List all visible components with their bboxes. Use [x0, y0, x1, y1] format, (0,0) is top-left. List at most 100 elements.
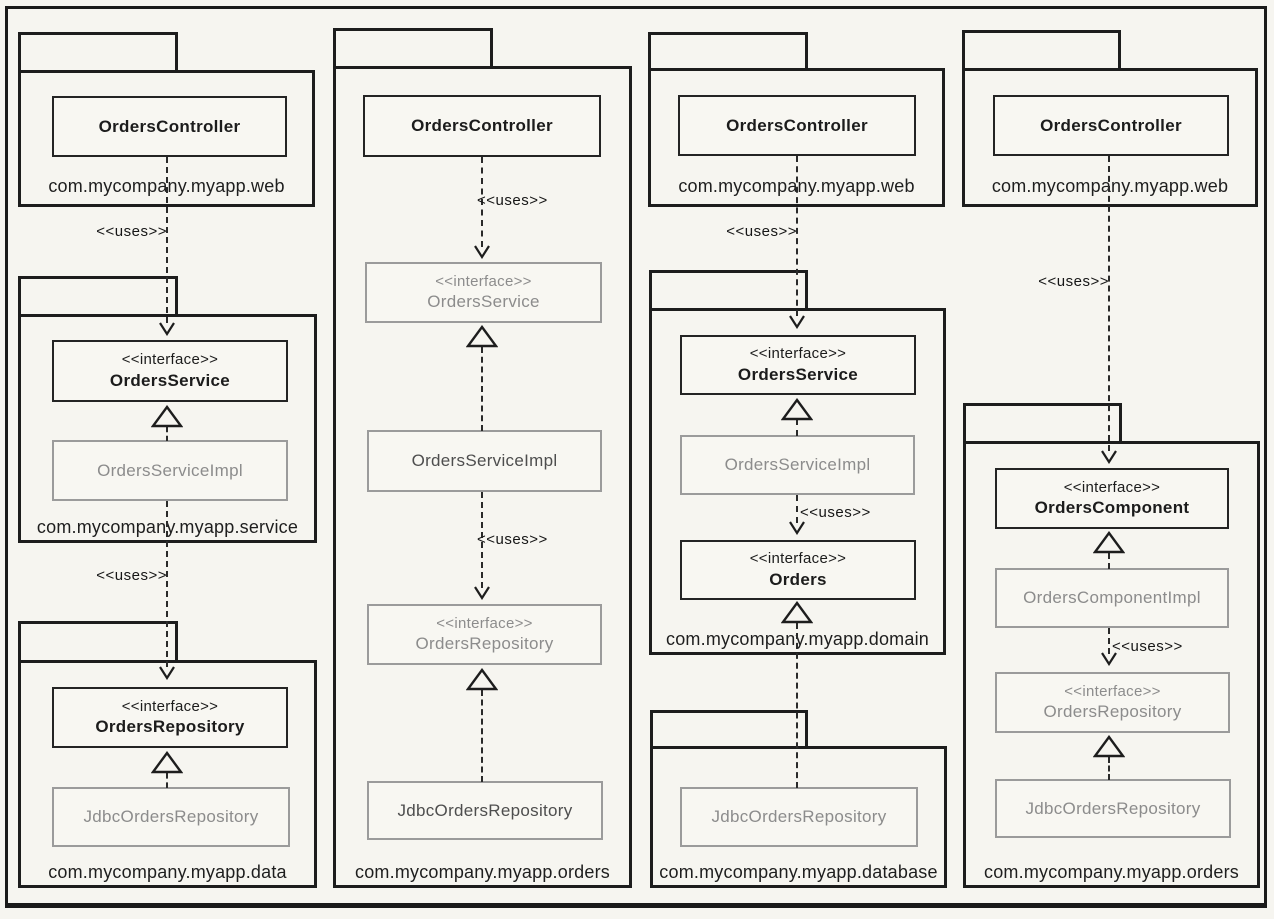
package-label-data: com.mycompany.myapp.data	[48, 862, 287, 882]
package-web-tab	[18, 32, 178, 73]
interface-stereotype: <<interface>>	[435, 272, 532, 290]
class-orderscontroller: OrdersController	[993, 95, 1229, 156]
interface-stereotype: <<interface>>	[121, 697, 219, 715]
interface-stereotype: <<interface>>	[436, 614, 533, 632]
interface-stereotype: <<interface>>	[1064, 682, 1161, 700]
package-label-orders: com.mycompany.myapp.orders	[355, 862, 610, 882]
interface-orders: <<interface>> Orders	[680, 540, 916, 600]
class-orderscomponentimpl: OrdersComponentImpl	[995, 568, 1229, 628]
uses-label: <<uses>>	[96, 223, 167, 240]
realization-line	[796, 419, 798, 436]
class-name: JdbcOrdersRepository	[1025, 798, 1201, 818]
package-label-database: com.mycompany.myapp.database	[659, 862, 938, 882]
interface-stereotype: <<interface>>	[749, 345, 847, 362]
class-name: OrdersRepository	[95, 717, 245, 737]
uses-label: <<uses>>	[477, 192, 548, 209]
interface-ordersservice: <<interface>> OrdersService	[365, 262, 602, 323]
interface-ordersservice: <<interface>> OrdersService	[52, 340, 288, 402]
dependency-arrowhead-icon	[1101, 450, 1117, 464]
class-name: OrdersController	[726, 115, 868, 135]
interface-ordersrepository: <<interface>> OrdersRepository	[367, 604, 602, 665]
interface-ordersrepository: <<interface>> OrdersRepository	[52, 687, 288, 748]
class-orderscontroller: OrdersController	[52, 96, 287, 157]
package-orders-tab	[963, 403, 1122, 444]
realization-triangle-icon	[1093, 735, 1125, 758]
class-name: OrdersRepository	[415, 634, 554, 654]
uses-dependency-line	[481, 157, 483, 247]
class-name: OrdersService	[737, 364, 859, 384]
class-name: OrdersServiceImpl	[724, 455, 871, 475]
package-database-tab	[650, 710, 808, 749]
uses-label: <<uses>>	[96, 567, 167, 584]
package-data-tab	[18, 621, 178, 663]
package-orders-tab	[333, 28, 493, 69]
realization-triangle-icon	[151, 405, 183, 428]
realization-line	[1108, 757, 1110, 780]
dependency-arrowhead-icon	[1101, 652, 1117, 666]
realization-line	[1108, 553, 1110, 569]
uses-dependency-line	[796, 156, 798, 316]
class-orderscontroller: OrdersController	[363, 95, 601, 157]
interface-ordersrepository: <<interface>> OrdersRepository	[995, 672, 1230, 733]
realization-triangle-icon	[781, 601, 813, 624]
class-jdbcordersrepository: JdbcOrdersRepository	[680, 787, 918, 847]
uses-label: <<uses>>	[1038, 273, 1109, 290]
package-service-tab	[18, 276, 178, 317]
class-ordersserviceimpl: OrdersServiceImpl	[52, 440, 288, 501]
realization-line	[166, 773, 168, 788]
class-name: OrdersComponentImpl	[1023, 588, 1201, 608]
dependency-arrowhead-icon	[474, 245, 490, 259]
realization-triangle-icon	[781, 398, 813, 421]
uses-dependency-line	[796, 495, 798, 523]
package-web-tab	[962, 30, 1121, 71]
uses-dependency-line	[1108, 628, 1110, 654]
realization-triangle-icon	[151, 751, 183, 774]
realization-line	[481, 347, 483, 431]
dependency-arrowhead-icon	[159, 322, 175, 336]
package-label-web: com.mycompany.myapp.web	[991, 176, 1229, 196]
class-name: JdbcOrdersRepository	[83, 807, 259, 827]
class-jdbcordersrepository: JdbcOrdersRepository	[52, 787, 290, 847]
realization-triangle-icon	[466, 325, 498, 348]
uses-dependency-line	[166, 501, 168, 667]
diagram-outer-frame	[5, 6, 1267, 908]
interface-ordersservice: <<interface>> OrdersService	[680, 335, 916, 395]
realization-triangle-icon	[1093, 531, 1125, 554]
interface-stereotype: <<interface>>	[1063, 478, 1161, 496]
class-jdbcordersrepository: JdbcOrdersRepository	[367, 781, 603, 840]
package-web-tab	[648, 32, 808, 71]
class-name: OrdersRepository	[1043, 702, 1182, 722]
class-name: JdbcOrdersRepository	[397, 800, 573, 820]
interface-stereotype: <<interface>>	[749, 550, 847, 567]
uses-dependency-line	[481, 492, 483, 588]
class-name: OrdersController	[1040, 115, 1182, 135]
realization-line	[166, 427, 168, 441]
realization-line	[481, 690, 483, 782]
dependency-arrowhead-icon	[789, 315, 805, 329]
class-name: Orders	[769, 569, 827, 589]
realization-triangle-icon	[466, 668, 498, 691]
interface-orderscomponent: <<interface>> OrdersComponent	[995, 468, 1229, 529]
dependency-arrowhead-icon	[159, 666, 175, 680]
uses-label: <<uses>>	[1112, 638, 1183, 655]
uses-label: <<uses>>	[800, 504, 871, 521]
class-name: JdbcOrdersRepository	[711, 807, 887, 827]
dependency-arrowhead-icon	[474, 586, 490, 600]
class-name: OrdersController	[411, 116, 553, 136]
class-jdbcordersrepository: JdbcOrdersRepository	[995, 779, 1231, 838]
realization-line	[796, 623, 798, 788]
class-name: OrdersService	[427, 292, 540, 312]
uses-dependency-line	[1108, 156, 1110, 451]
class-ordersserviceimpl: OrdersServiceImpl	[680, 435, 915, 495]
class-orderscontroller: OrdersController	[678, 95, 916, 156]
class-name: OrdersServiceImpl	[97, 460, 243, 480]
class-name: OrdersController	[98, 116, 241, 136]
class-name: OrdersServiceImpl	[411, 451, 558, 471]
package-label-orders: com.mycompany.myapp.orders	[984, 862, 1239, 882]
uses-dependency-line	[166, 157, 168, 323]
class-ordersserviceimpl: OrdersServiceImpl	[367, 430, 602, 492]
class-name: OrdersService	[109, 370, 231, 390]
class-name: OrdersComponent	[1034, 498, 1190, 518]
interface-stereotype: <<interface>>	[121, 351, 219, 368]
